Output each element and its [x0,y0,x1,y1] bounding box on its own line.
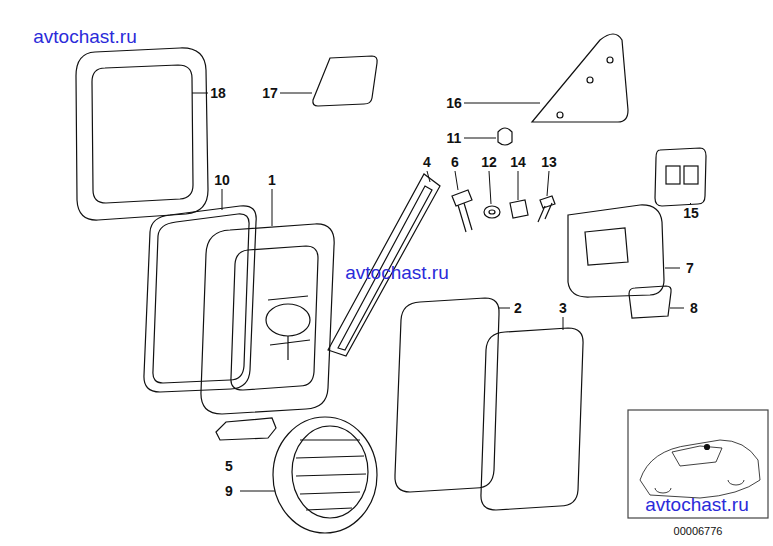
callout-number: 10 [214,173,230,187]
screw [452,190,472,232]
washer [489,210,495,214]
mount-bracket [532,34,628,122]
mirror-cap [92,65,193,203]
drive-motor [296,440,366,510]
seal [144,206,256,392]
inset-frame [628,410,768,518]
callout-number: 18 [210,86,226,100]
bush [510,200,528,218]
watermark: avtochast.ru [33,27,137,46]
callout-number: 2 [514,301,522,315]
callout-number: 5 [225,459,233,473]
mirror-housing [201,224,334,414]
small-glass [313,56,377,106]
leader-lines [192,93,691,491]
callout-number: 11 [447,131,462,145]
inset-car [640,440,760,498]
washer [484,206,500,218]
callout-number: 4 [423,155,431,169]
callout-number: 1 [268,173,276,187]
callout-number: 3 [559,301,567,315]
screw [538,196,555,222]
switch-button [666,166,680,184]
switch-housing [568,205,664,297]
motor-mount [266,304,310,336]
switch-button [684,166,698,184]
watermark: avtochast.ru [345,263,449,282]
callout-number: 17 [262,86,278,100]
seal [153,214,249,383]
inset-marker [705,445,710,450]
mirror-glass [481,328,583,510]
drawing-number: 00006776 [674,526,723,537]
switch-knob [629,286,671,318]
drive-motor [273,417,377,533]
callout-number: 13 [541,155,557,169]
mount-hole [607,57,613,63]
callout-number: 7 [686,261,694,275]
switch [655,148,706,206]
callout-number: 15 [683,206,699,220]
callout-number: 8 [690,301,698,315]
callout-number: 16 [446,96,462,110]
mirror-glass [395,298,499,492]
callout-number: 14 [510,155,526,169]
clip [498,128,512,145]
mirror-housing [231,246,318,390]
mount-hole [587,77,593,83]
callout-number: 12 [481,155,497,169]
callout-number: 9 [225,484,233,498]
motor-mount [268,296,310,360]
mount-hole [557,112,563,118]
watermark: avtochast.ru [645,495,749,514]
drive-motor [292,426,368,518]
mirror-cap [76,48,208,220]
connector-part [216,418,276,440]
switch-housing [585,228,628,265]
callout-number: 6 [451,155,459,169]
